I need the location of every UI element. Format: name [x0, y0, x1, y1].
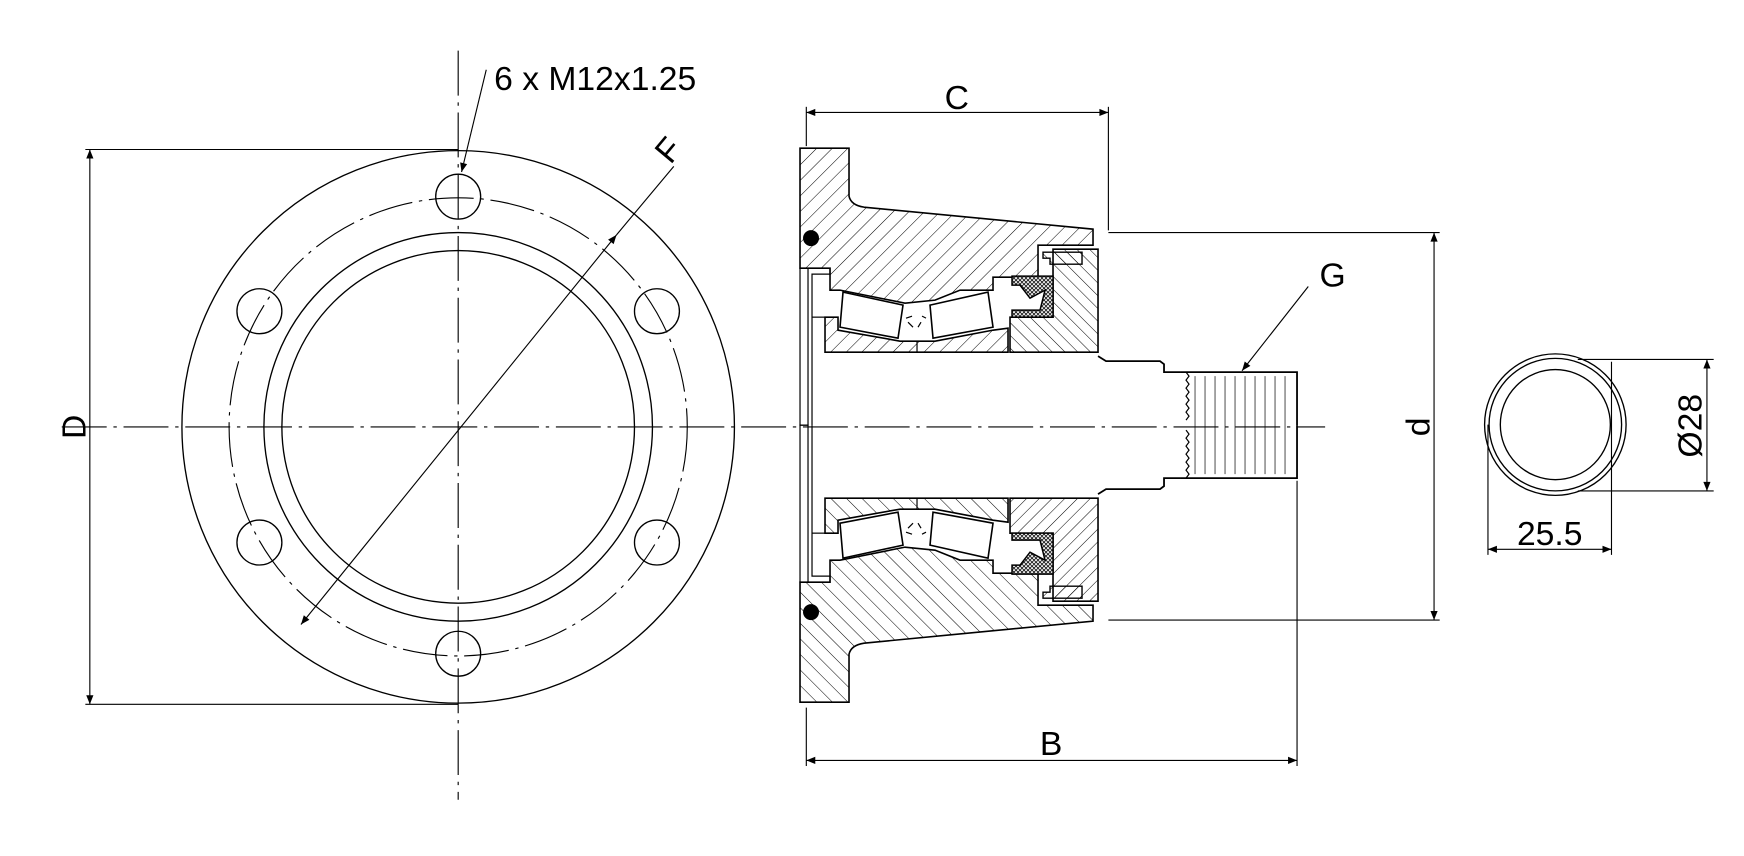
diameter-label: Ø28 — [1672, 394, 1709, 458]
label-D: D — [56, 415, 93, 439]
bearing-inner-ring — [824, 316, 1009, 353]
label-C: C — [945, 80, 969, 117]
label-d: d — [1401, 418, 1438, 437]
hub-section-view: C B d G — [799, 80, 1440, 767]
bolt-hole — [633, 288, 681, 335]
section-upper-half — [799, 147, 1298, 426]
section-lower-half — [799, 424, 1298, 704]
dimension-d: d — [1108, 232, 1440, 621]
tapered-roller — [839, 291, 904, 340]
width-label: 25.5 — [1517, 516, 1583, 553]
housing — [799, 147, 1094, 304]
thread-outer-circle — [1483, 353, 1627, 497]
bolt-hole — [236, 519, 283, 566]
label-G: G — [1320, 258, 1346, 295]
callout-G: G — [1241, 258, 1346, 372]
label-B: B — [1040, 726, 1062, 763]
shaft-flat-circle — [1499, 368, 1612, 481]
threaded-end — [1180, 371, 1298, 426]
labyrinth-ring — [1042, 251, 1083, 265]
shaft-outline — [1097, 355, 1181, 374]
thread-callout-label: 6 x M12x1.25 — [494, 61, 696, 98]
thread-callout: 6 x M12x1.25 — [460, 61, 696, 173]
roller-cage — [905, 315, 927, 328]
flange-front-view: D F 6 x M12x1.25 — [56, 50, 1326, 800]
dimension-D: D — [56, 148, 459, 705]
dimension-diameter: Ø28 — [1577, 358, 1714, 492]
thread-root-circle — [1488, 357, 1623, 492]
bolt-hole — [633, 519, 681, 566]
shaft-seal — [1011, 275, 1054, 318]
o-ring — [803, 230, 820, 247]
dimension-B: B — [805, 480, 1298, 767]
dimension-width: 25.5 — [1487, 361, 1613, 555]
dimension-C: C — [805, 80, 1109, 231]
tapered-roller — [929, 291, 994, 340]
shaft-end-view: Ø28 25.5 — [1483, 353, 1714, 555]
thread-lines — [1194, 376, 1286, 475]
bolt-hole — [236, 288, 283, 335]
dimension-F: F — [300, 131, 690, 625]
label-F: F — [648, 131, 690, 171]
